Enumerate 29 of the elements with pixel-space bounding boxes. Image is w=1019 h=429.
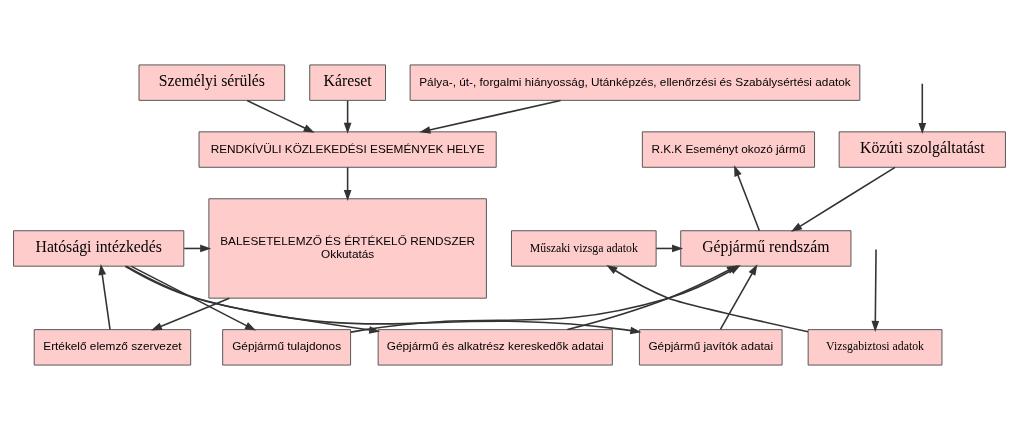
arrow <box>918 82 927 134</box>
node-box: Gépjármű tulajdonos <box>222 328 352 366</box>
node-box: Gépjármű javítók adatai <box>638 328 783 366</box>
arrow <box>343 166 352 201</box>
arrow <box>124 265 642 334</box>
arrow <box>150 296 231 330</box>
node-box: Műszaki vizsga adatok <box>511 229 657 267</box>
arrow <box>566 264 738 330</box>
node-box: Hatósági intézkedés <box>13 229 185 267</box>
node-box: Ertékelő elemző szervezet <box>33 328 192 366</box>
node-box: Pálya-, út-, forgalmi hiányosság, Utánképzés, ellenőrzési és Szabálysértési adatok <box>409 63 861 101</box>
node-box: Gépjármű rendszám <box>680 229 852 267</box>
arrow <box>130 265 257 331</box>
node-box: BALESETELEMZŐ ÉS ÉRTÉKELŐ RENDSZER Okkutatás <box>208 197 487 299</box>
node-box: Személyi sérülés <box>138 63 286 101</box>
node-box: R.K.K Eseményt okozó jármű <box>641 130 816 168</box>
arrow <box>871 248 880 332</box>
arrow <box>125 265 381 334</box>
node-box: Gépjármű és alkatrész kereskedők adatai <box>377 328 613 366</box>
node-box: Káreset <box>309 63 386 101</box>
node-box: Vizsgabiztosi adatok <box>807 328 943 366</box>
arrow <box>419 99 562 134</box>
arrow <box>246 99 315 133</box>
arrow <box>343 99 352 134</box>
node-box: RENDKÍVÜLI KÖZLEKEDÉSI ESEMÉNYEK HELYE <box>198 130 497 168</box>
arrow <box>734 164 761 231</box>
arrow <box>98 263 111 330</box>
node-box: Közúti szolgáltatást <box>838 130 1006 168</box>
arrow <box>791 166 896 232</box>
